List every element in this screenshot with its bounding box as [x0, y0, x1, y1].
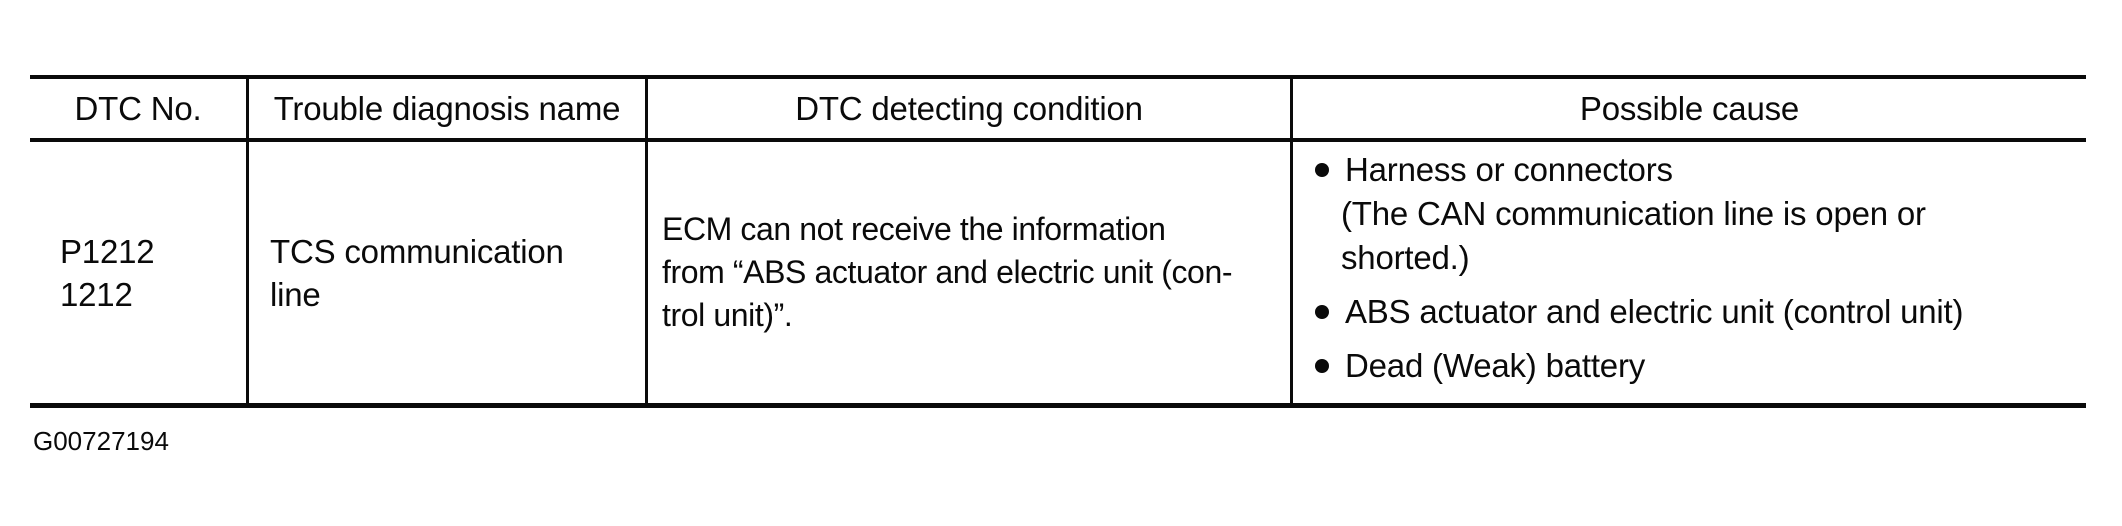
dtc-code-secondary: 1212 [60, 275, 133, 313]
trouble-name-line-1: TCS communication [270, 232, 564, 270]
cause-item-harness-detail: shorted.) [1315, 236, 2078, 280]
header-label-trouble-diagnosis-name: Trouble diagnosis name [273, 89, 621, 127]
cell-dtc-no: P1212 1212 [30, 142, 246, 403]
cell-trouble-diagnosis-name: TCS communication line [246, 142, 645, 403]
header-label-dtc-detecting-condition: DTC detecting condition [795, 89, 1143, 127]
cause-text: Harness or connectors [1345, 151, 1673, 188]
cause-item-abs-actuator: ABS actuator and electric unit (control … [1315, 290, 2078, 334]
cause-text: Dead (Weak) battery [1345, 347, 1646, 384]
cause-text: ABS actuator and electric unit (control … [1345, 293, 1964, 330]
bullet-icon [1315, 305, 1329, 319]
dtc-table: DTC No. Trouble diagnosis name DTC detec… [30, 75, 2086, 408]
detecting-condition-line-2: from “ABS actuator and electric unit (co… [662, 254, 1233, 290]
cell-dtc-detecting-condition: ECM can not receive the information from… [645, 142, 1290, 403]
detecting-condition-line-3: trol unit)”. [662, 297, 793, 333]
header-cell-dtc-detecting-condition: DTC detecting condition [645, 79, 1290, 142]
cause-text: (The CAN communication line is open or [1341, 195, 1926, 232]
bullet-icon [1315, 359, 1329, 373]
header-cell-trouble-diagnosis-name: Trouble diagnosis name [246, 79, 645, 142]
detecting-condition-line-1: ECM can not receive the information [662, 211, 1166, 247]
bullet-icon [1315, 163, 1329, 177]
dtc-code-primary: P1212 [60, 232, 155, 270]
header-cell-possible-cause: Possible cause [1290, 79, 2086, 142]
header-label-possible-cause: Possible cause [1579, 89, 1800, 127]
cause-text: shorted.) [1341, 239, 1470, 276]
figure-id-label: G00727194 [33, 426, 169, 456]
header-cell-dtc-no: DTC No. [30, 79, 246, 142]
cause-item-harness-detail: (The CAN communication line is open or [1315, 192, 2078, 236]
cause-item-dead-battery: Dead (Weak) battery [1315, 344, 2078, 388]
trouble-name-line-2: line [270, 275, 321, 313]
cause-item-harness: Harness or connectors [1315, 148, 2078, 192]
header-label-dtc-no: DTC No. [74, 89, 202, 127]
cell-possible-cause: Harness or connectors (The CAN communica… [1290, 142, 2086, 403]
